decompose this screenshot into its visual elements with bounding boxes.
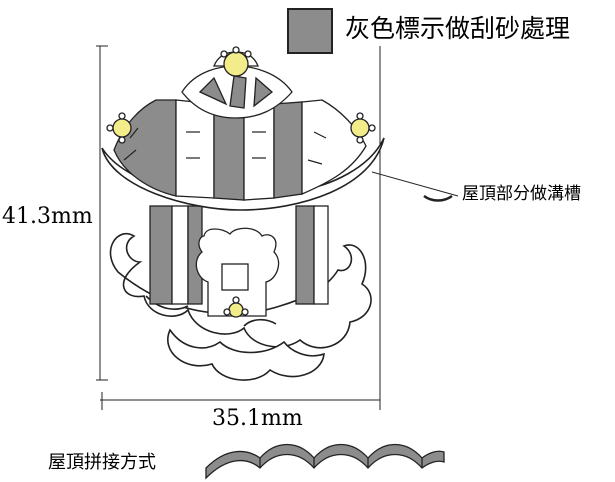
groove-mark [423, 194, 453, 202]
width-dimension-label: 35.1mm [212, 406, 303, 431]
callout-leader [371, 171, 459, 197]
roof-joint-label: 屋頂拼接方式 [48, 452, 156, 473]
roof-joint-wave [205, 444, 445, 480]
groove-callout-label: 屋頂部分做溝槽 [462, 184, 581, 204]
dimension-lines [96, 45, 381, 410]
height-dimension-label: 41.3mm [2, 204, 93, 229]
legend-label: 灰色標示做刮砂處理 [345, 14, 571, 43]
gray-columns [149, 205, 329, 305]
door-plaque [195, 227, 280, 318]
legend-swatch [287, 8, 333, 54]
gems [106, 46, 376, 144]
